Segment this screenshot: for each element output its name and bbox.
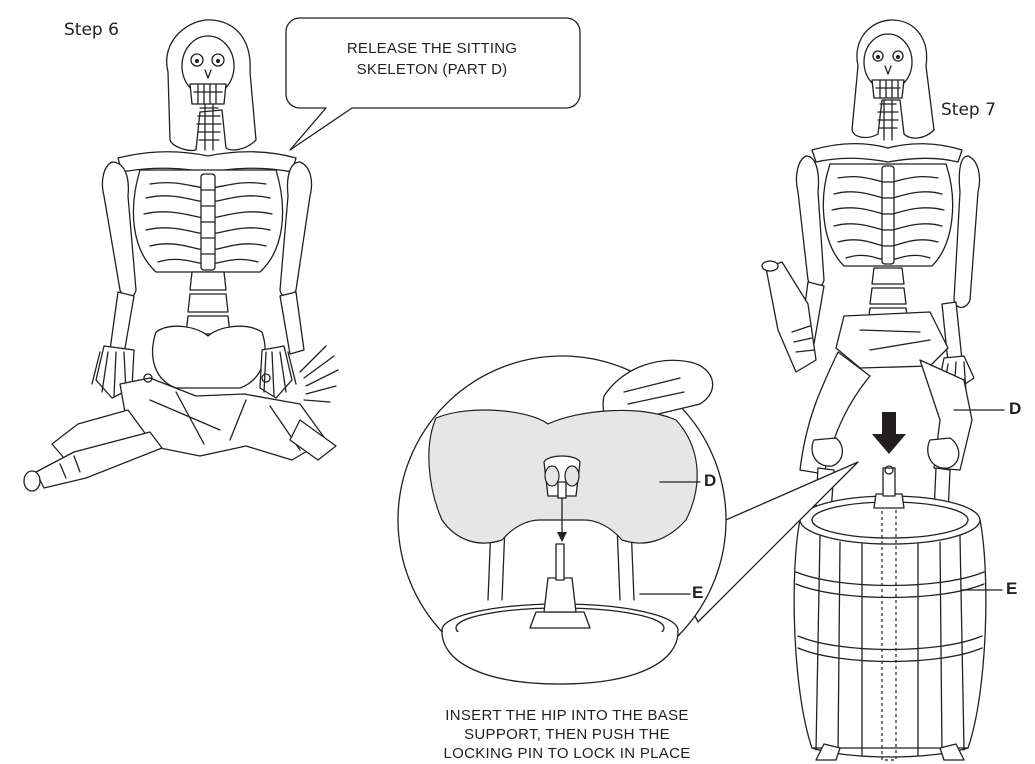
instruction-line-2: SUPPORT, THEN PUSH THE	[372, 725, 762, 744]
part-e-detail-label: E	[692, 583, 703, 603]
instruction-line-1: INSERT THE HIP INTO THE BASE	[372, 706, 762, 725]
part-d-detail-label: D	[704, 471, 716, 491]
part-e-main-label: E	[1006, 579, 1017, 599]
part-d-main-label: D	[1009, 399, 1021, 419]
callout-line-2: SKELETON (PART D)	[300, 59, 564, 80]
callout-text: RELEASE THE SITTING SKELETON (PART D)	[300, 38, 564, 80]
instruction-text: INSERT THE HIP INTO THE BASE SUPPORT, TH…	[372, 706, 762, 763]
instruction-line-3: LOCKING PIN TO LOCK IN PLACE	[372, 744, 762, 763]
detail-magnifier	[398, 356, 858, 684]
step6-label: Step 6	[64, 20, 119, 40]
callout-line-1: RELEASE THE SITTING	[300, 38, 564, 59]
step7-label: Step 7	[941, 100, 996, 120]
